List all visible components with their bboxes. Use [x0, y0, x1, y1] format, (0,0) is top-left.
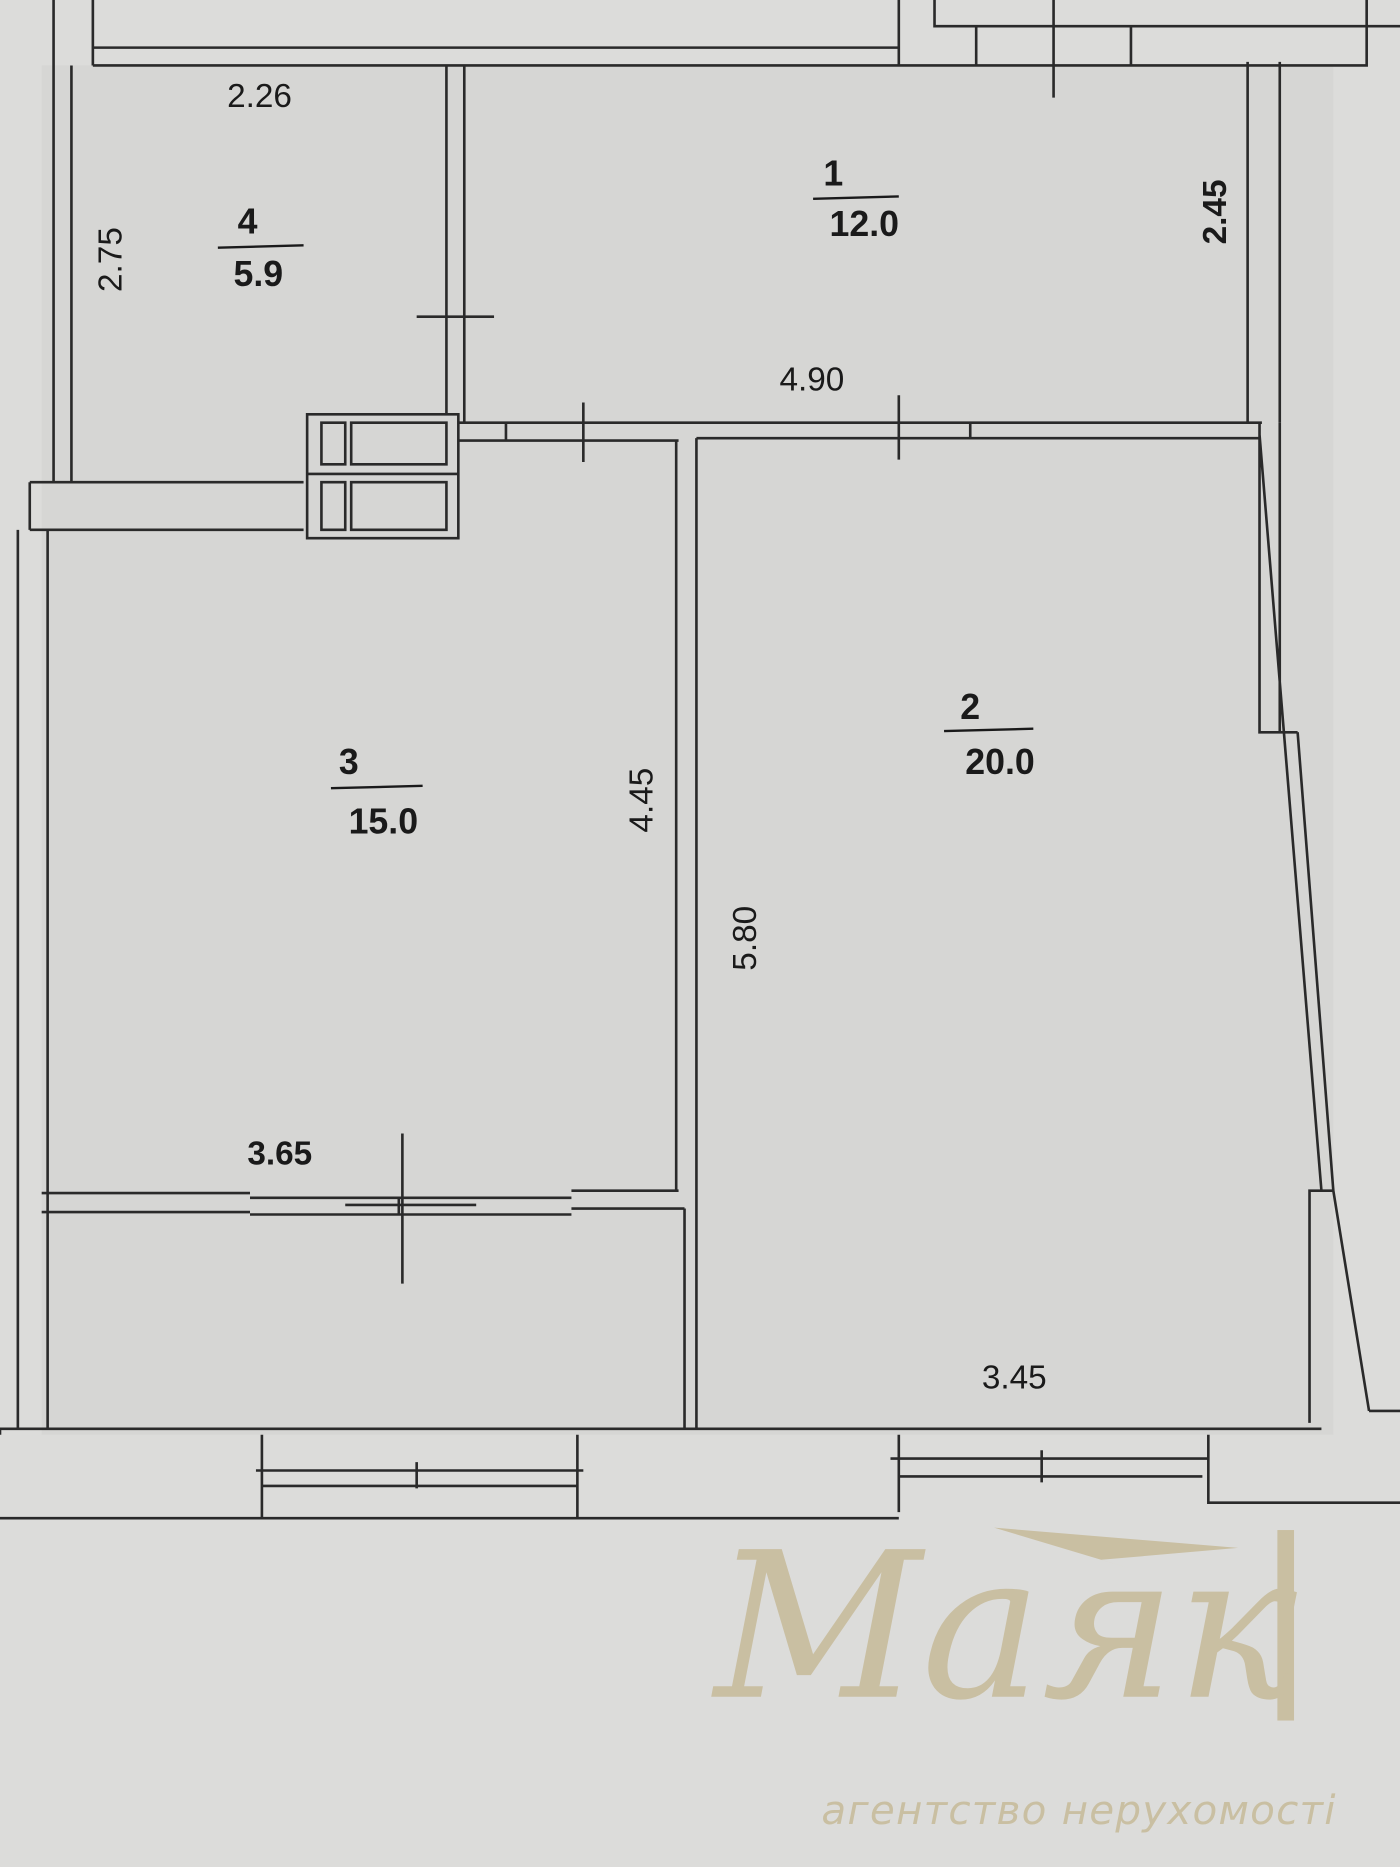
- room-2-area: 20.0: [965, 742, 1034, 782]
- room-3-label: 3 15.0: [330, 742, 423, 841]
- dim-room1-width: 4.90: [779, 362, 844, 399]
- dim-room3-width: 3.65: [247, 1135, 312, 1172]
- dim-room2-height: 5.80: [727, 906, 764, 971]
- room-4-number: 4: [238, 201, 258, 241]
- dim-room3-height: 4.45: [623, 768, 660, 833]
- dim-room4-height: 2.75: [92, 227, 129, 292]
- room-2-number: 2: [960, 687, 980, 727]
- logo-tagline: агентство нерухомості: [821, 1786, 1336, 1834]
- room-1-label: 1 12.0: [813, 154, 899, 244]
- room-3-number: 3: [339, 742, 359, 782]
- walls: [0, 0, 1400, 1520]
- room-1-number: 1: [823, 154, 843, 194]
- dim-room1-height: 2.45: [1197, 180, 1234, 245]
- logo-name: Маяк: [710, 1509, 1297, 1745]
- room-2-label: 2 20.0: [944, 687, 1035, 782]
- room-3-area: 15.0: [349, 801, 418, 841]
- room-1-area: 12.0: [830, 204, 899, 244]
- dim-room2-width: 3.45: [982, 1359, 1047, 1396]
- agency-logo-watermark: Маяк агентство нерухомості: [710, 1509, 1336, 1834]
- room-4-label: 4 5.9: [217, 201, 304, 294]
- room-4-area: 5.9: [234, 254, 284, 294]
- dim-room4-width: 2.26: [227, 78, 292, 115]
